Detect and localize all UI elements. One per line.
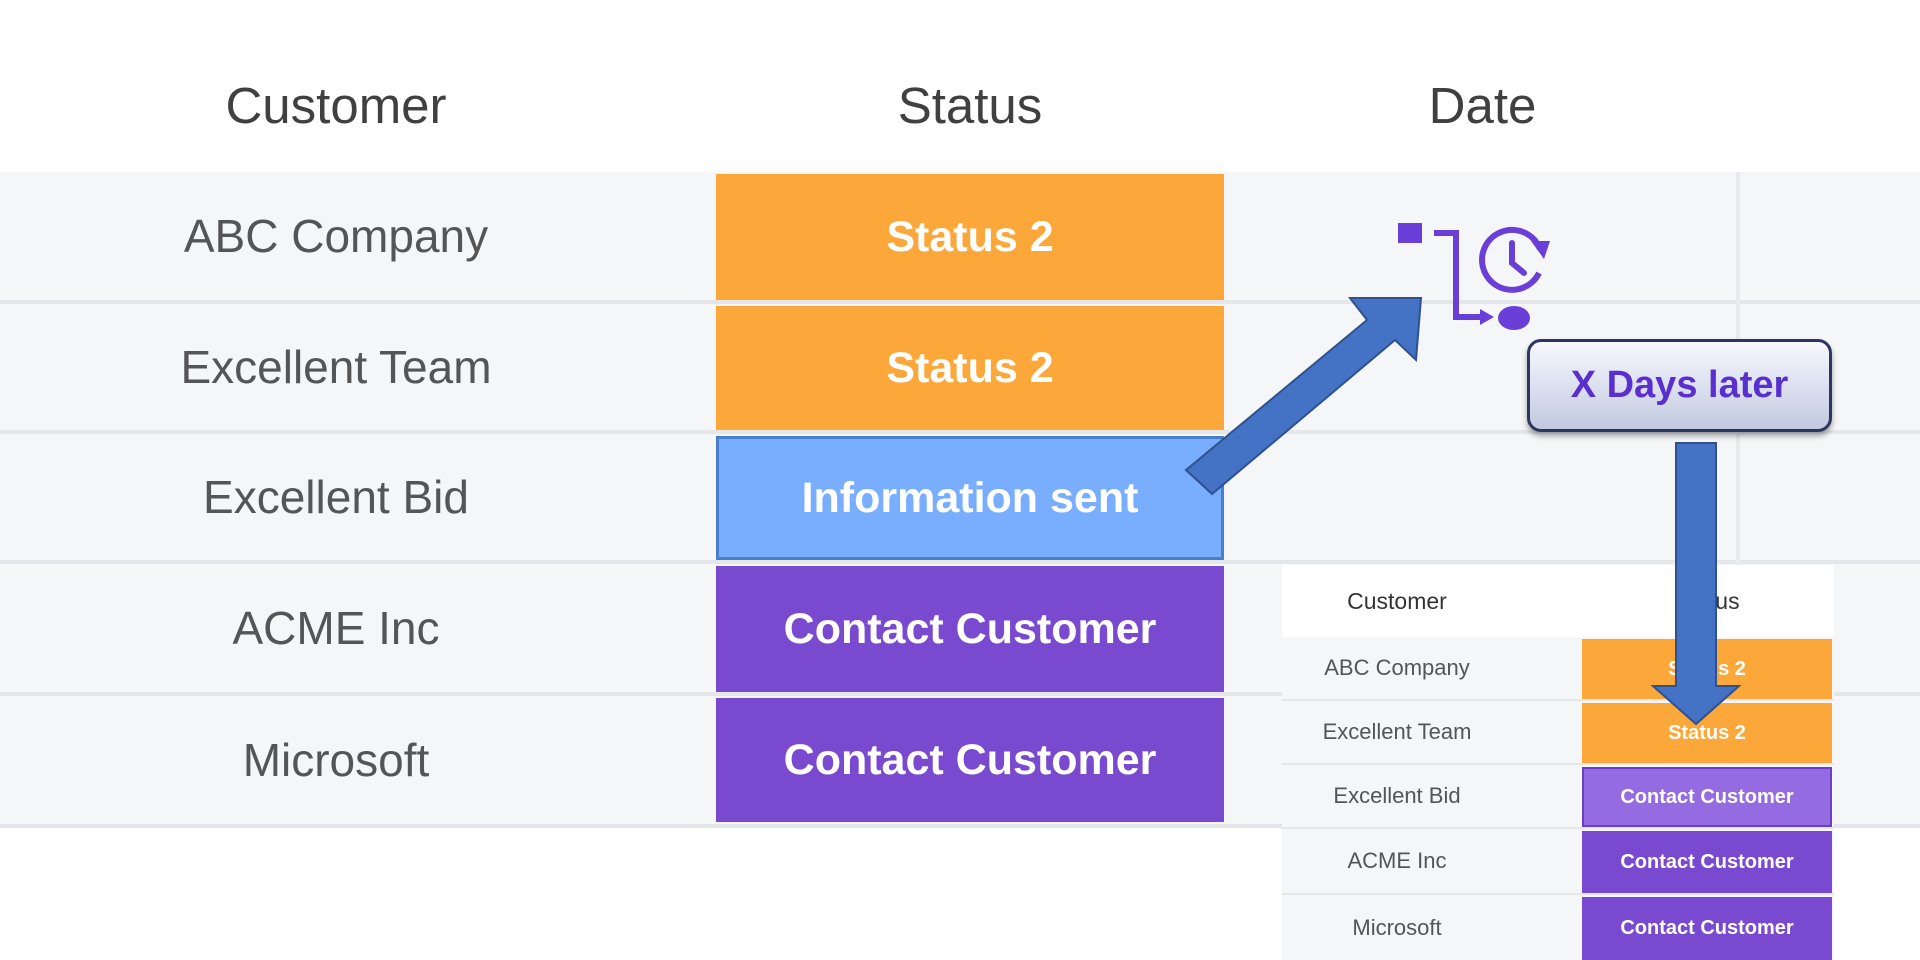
mini-status-label-contact-customer[interactable]: Contact Customer (1582, 767, 1832, 827)
mini-status-label-contact-customer[interactable]: Contact Customer (1582, 831, 1832, 893)
status-label-status-2[interactable]: Status 2 (716, 174, 1224, 300)
customer-cell[interactable]: ACME Inc (232, 602, 440, 654)
column-header-status[interactable]: Status (897, 76, 1043, 134)
row-divider (0, 430, 1920, 434)
mini-customer-cell[interactable]: Excellent Team (1322, 719, 1472, 744)
status-label-contact-customer[interactable]: Contact Customer (716, 698, 1224, 822)
row-divider (0, 824, 1920, 828)
mini-customer-cell[interactable]: Microsoft (1352, 914, 1442, 940)
customer-cell[interactable]: Microsoft (242, 734, 430, 786)
customer-cell[interactable]: Excellent Team (180, 341, 492, 393)
mini-customer-cell[interactable]: Excellent Bid (1333, 783, 1461, 808)
mini-status-label-status-2[interactable]: Status 2 (1582, 703, 1832, 763)
status-label-contact-customer[interactable]: Contact Customer (716, 566, 1224, 692)
row-divider (0, 300, 1920, 304)
mini-row-divider (1282, 893, 1834, 895)
delay-callout-label: X Days later (1527, 339, 1832, 432)
mini-column-header-customer[interactable]: Customer (1347, 587, 1447, 614)
mini-customer-cell[interactable]: ABC Company (1324, 655, 1470, 680)
mini-board-preview: Customer Status ABC Company Excellent Te… (1282, 565, 1834, 960)
row-divider (0, 692, 1920, 696)
mini-row-divider (1282, 827, 1834, 829)
mini-column-header-status[interactable]: Status (1674, 587, 1740, 614)
mini-row-divider (1282, 699, 1834, 701)
mini-row-divider (1282, 763, 1834, 765)
automation-recurring-clock-icon (1398, 223, 1550, 330)
column-header-customer[interactable]: Customer (225, 76, 447, 134)
mini-status-label-contact-customer[interactable]: Contact Customer (1582, 897, 1832, 960)
mini-customer-cell[interactable]: ACME Inc (1347, 848, 1447, 873)
row-divider (0, 560, 1920, 564)
status-label-information-sent[interactable]: Information sent (716, 436, 1224, 560)
status-label-status-2[interactable]: Status 2 (716, 306, 1224, 430)
mini-status-label-status-2[interactable]: Status 2 (1582, 639, 1832, 699)
customer-cell[interactable]: Excellent Bid (203, 471, 469, 523)
customer-cell[interactable]: ABC Company (183, 210, 489, 262)
column-header-date[interactable]: Date (1428, 76, 1537, 134)
